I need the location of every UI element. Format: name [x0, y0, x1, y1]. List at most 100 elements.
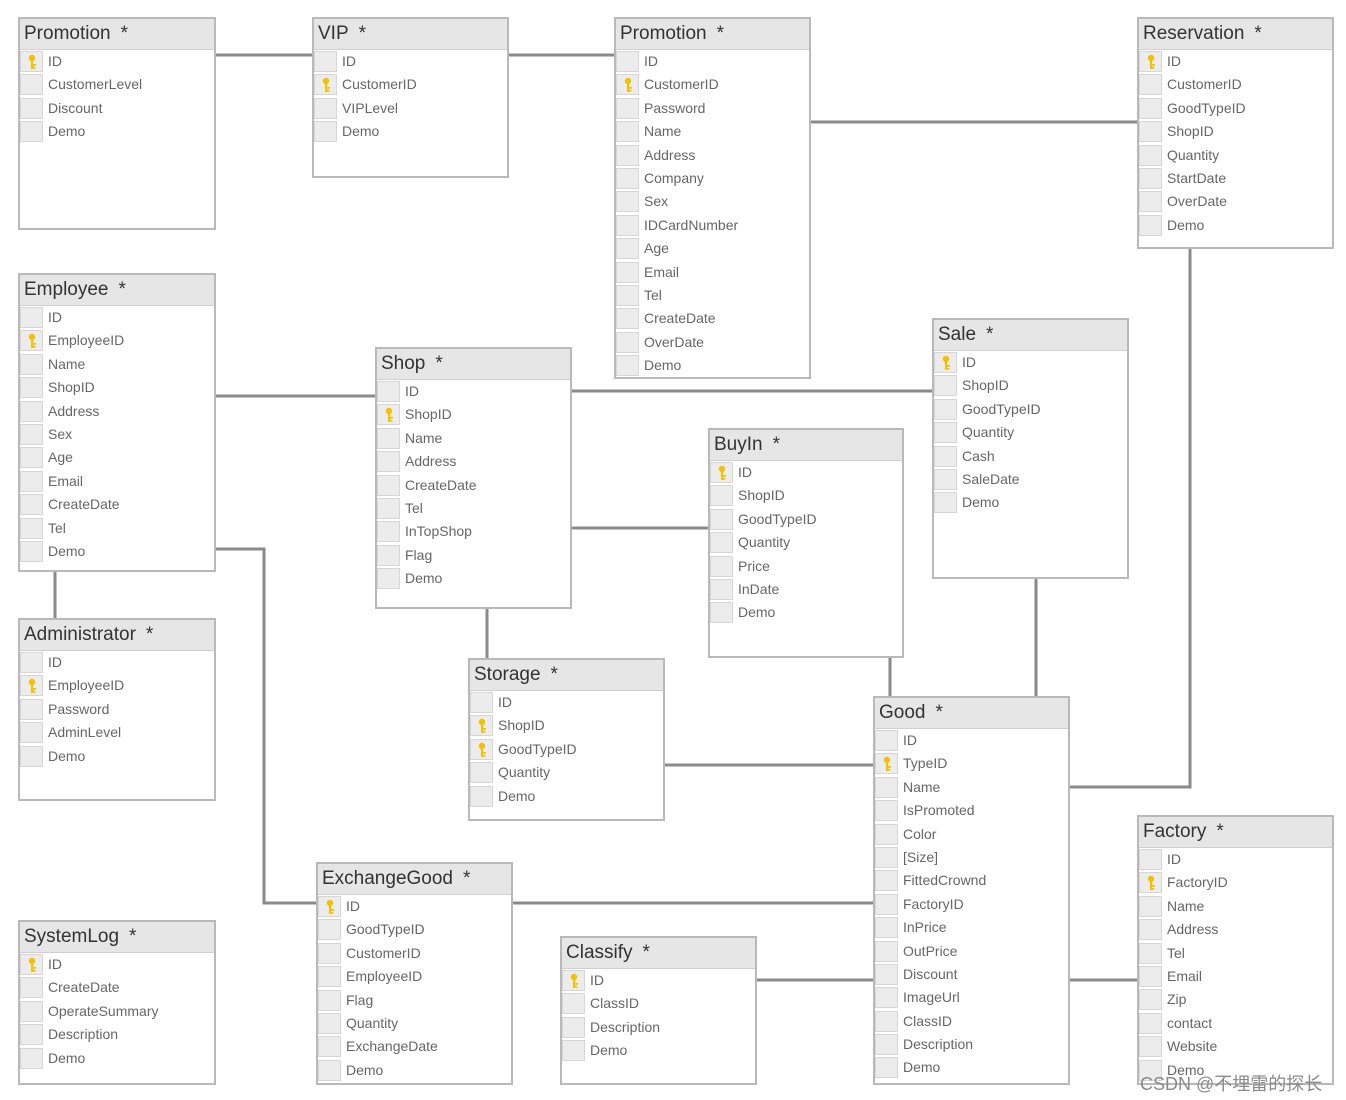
- field-row[interactable]: Address: [377, 450, 570, 473]
- field-row[interactable]: ExchangeDate: [318, 1035, 511, 1058]
- field-row[interactable]: Demo: [875, 1056, 1068, 1079]
- field-row[interactable]: GoodTypeID: [1139, 97, 1332, 120]
- field-row[interactable]: ID: [20, 50, 214, 73]
- field-row[interactable]: OperateSummary: [20, 1000, 214, 1023]
- field-row[interactable]: Quantity: [470, 761, 663, 784]
- field-row[interactable]: AdminLevel: [20, 721, 214, 744]
- field-row[interactable]: Demo: [710, 601, 902, 624]
- field-row[interactable]: ShopID: [20, 376, 214, 399]
- field-row[interactable]: Name: [616, 120, 809, 143]
- field-row[interactable]: EmployeeID: [20, 674, 214, 697]
- field-row[interactable]: Zip: [1139, 988, 1332, 1011]
- field-row[interactable]: Email: [20, 470, 214, 493]
- field-row[interactable]: Color: [875, 823, 1068, 846]
- field-row[interactable]: StartDate: [1139, 167, 1332, 190]
- field-row[interactable]: Flag: [377, 544, 570, 567]
- field-row[interactable]: Website: [1139, 1035, 1332, 1058]
- field-row[interactable]: Description: [562, 1016, 755, 1039]
- field-row[interactable]: Tel: [1139, 942, 1332, 965]
- field-row[interactable]: Email: [1139, 965, 1332, 988]
- field-row[interactable]: Description: [875, 1033, 1068, 1056]
- field-row[interactable]: Age: [20, 446, 214, 469]
- field-row[interactable]: ImageUrl: [875, 986, 1068, 1009]
- field-row[interactable]: Address: [1139, 918, 1332, 941]
- field-row[interactable]: ShopID: [470, 714, 663, 737]
- field-row[interactable]: ID: [616, 50, 809, 73]
- field-row[interactable]: Discount: [875, 963, 1068, 986]
- field-row[interactable]: Demo: [377, 567, 570, 590]
- field-row[interactable]: GoodTypeID: [318, 918, 511, 941]
- field-row[interactable]: ID: [875, 729, 1068, 752]
- field-row[interactable]: CustomerID: [1139, 73, 1332, 96]
- field-row[interactable]: ShopID: [377, 403, 570, 426]
- field-row[interactable]: ShopID: [1139, 120, 1332, 143]
- field-row[interactable]: Name: [875, 776, 1068, 799]
- field-row[interactable]: Tel: [616, 284, 809, 307]
- field-row[interactable]: Age: [616, 237, 809, 260]
- field-row[interactable]: Description: [20, 1023, 214, 1046]
- field-row[interactable]: ID: [314, 50, 507, 73]
- field-row[interactable]: [Size]: [875, 846, 1068, 869]
- field-row[interactable]: Password: [616, 97, 809, 120]
- field-row[interactable]: GoodTypeID: [934, 398, 1127, 421]
- field-row[interactable]: ID: [20, 306, 214, 329]
- field-row[interactable]: CustomerLevel: [20, 73, 214, 96]
- field-row[interactable]: Quantity: [318, 1012, 511, 1035]
- field-row[interactable]: ID: [377, 380, 570, 403]
- field-row[interactable]: Demo: [318, 1059, 511, 1082]
- field-row[interactable]: Demo: [1139, 1059, 1332, 1082]
- field-row[interactable]: ID: [562, 969, 755, 992]
- field-row[interactable]: Demo: [20, 120, 214, 143]
- field-row[interactable]: Company: [616, 167, 809, 190]
- field-row[interactable]: Email: [616, 261, 809, 284]
- field-row[interactable]: InTopShop: [377, 520, 570, 543]
- field-row[interactable]: EmployeeID: [20, 329, 214, 352]
- field-row[interactable]: Discount: [20, 97, 214, 120]
- field-row[interactable]: FactoryID: [1139, 871, 1332, 894]
- field-row[interactable]: InDate: [710, 578, 902, 601]
- field-row[interactable]: ID: [1139, 848, 1332, 871]
- field-row[interactable]: IDCardNumber: [616, 214, 809, 237]
- field-row[interactable]: CustomerID: [318, 942, 511, 965]
- field-row[interactable]: Demo: [1139, 214, 1332, 237]
- field-row[interactable]: Flag: [318, 989, 511, 1012]
- field-row[interactable]: Demo: [20, 1047, 214, 1070]
- field-row[interactable]: Demo: [616, 354, 809, 377]
- field-row[interactable]: ID: [318, 895, 511, 918]
- field-row[interactable]: GoodTypeID: [710, 508, 902, 531]
- field-row[interactable]: Quantity: [934, 421, 1127, 444]
- field-row[interactable]: CreateDate: [377, 474, 570, 497]
- field-row[interactable]: ID: [20, 651, 214, 674]
- field-row[interactable]: Tel: [20, 517, 214, 540]
- field-row[interactable]: GoodTypeID: [470, 738, 663, 761]
- field-row[interactable]: Name: [1139, 895, 1332, 918]
- field-row[interactable]: Name: [377, 427, 570, 450]
- field-row[interactable]: Sex: [20, 423, 214, 446]
- field-row[interactable]: Name: [20, 353, 214, 376]
- field-row[interactable]: Quantity: [1139, 144, 1332, 167]
- field-row[interactable]: CreateDate: [20, 976, 214, 999]
- field-row[interactable]: Tel: [377, 497, 570, 520]
- field-row[interactable]: Quantity: [710, 531, 902, 554]
- field-row[interactable]: Demo: [20, 540, 214, 563]
- field-row[interactable]: VIPLevel: [314, 97, 507, 120]
- field-row[interactable]: EmployeeID: [318, 965, 511, 988]
- field-row[interactable]: OutPrice: [875, 940, 1068, 963]
- field-row[interactable]: ShopID: [710, 484, 902, 507]
- field-row[interactable]: ID: [934, 351, 1127, 374]
- field-row[interactable]: FactoryID: [875, 893, 1068, 916]
- field-row[interactable]: FittedCrownd: [875, 869, 1068, 892]
- field-row[interactable]: Price: [710, 555, 902, 578]
- field-row[interactable]: InPrice: [875, 916, 1068, 939]
